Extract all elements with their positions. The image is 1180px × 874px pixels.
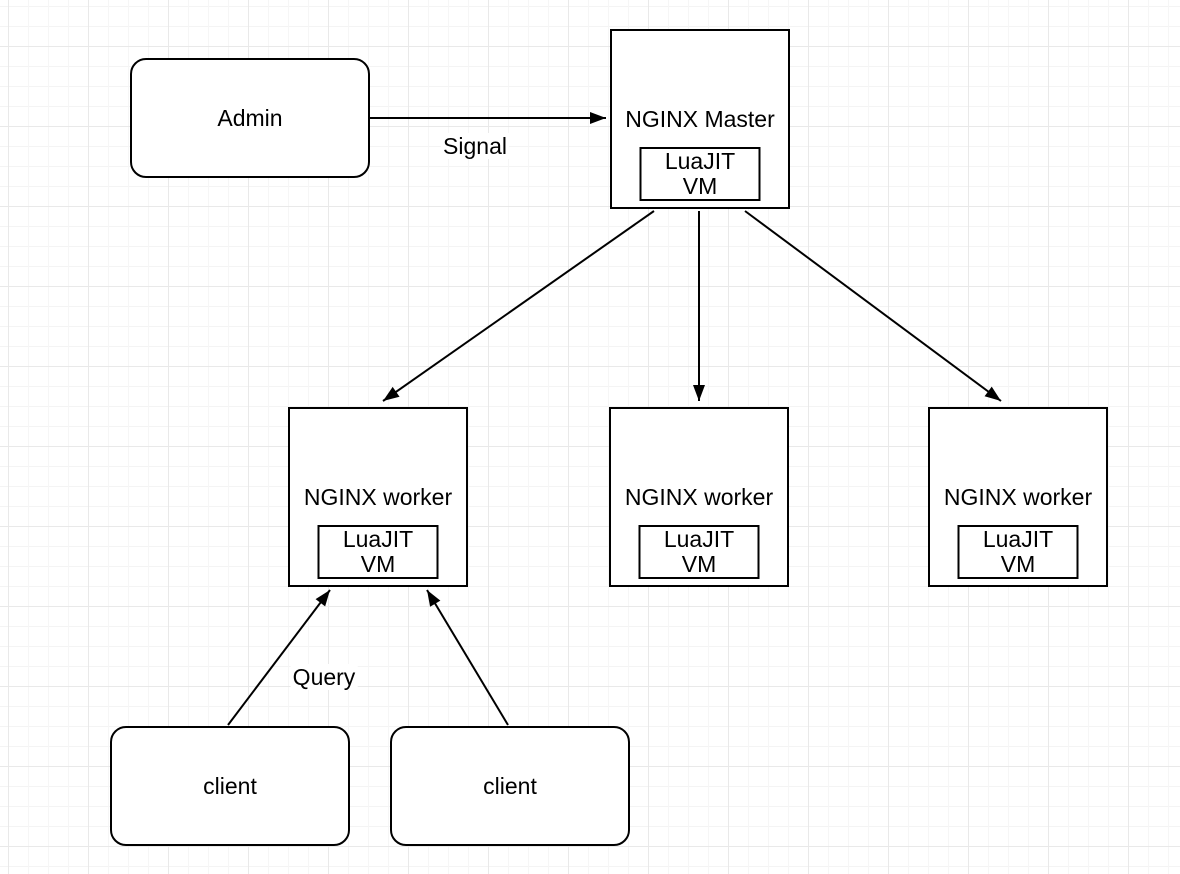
node-nginx-worker-1-luajit-vm[interactable]: LuaJIT VM bbox=[317, 525, 439, 579]
node-admin-label: Admin bbox=[217, 104, 283, 131]
edge-label-signal: Signal bbox=[441, 133, 509, 159]
edge-master-to-worker3-arrow[interactable] bbox=[744, 210, 1002, 402]
edge-client1-to-worker1-arrow[interactable] bbox=[227, 589, 331, 726]
node-nginx-worker-2-label: NGINX worker bbox=[624, 483, 774, 510]
node-nginx-worker-3-label: NGINX worker bbox=[943, 483, 1093, 510]
node-nginx-master[interactable]: NGINX Master LuaJIT VM bbox=[610, 29, 790, 209]
edge-client2-to-worker1-arrow[interactable] bbox=[426, 589, 509, 726]
luajit-vm-label-line1: LuaJIT bbox=[342, 526, 414, 552]
node-client-2-label: client bbox=[483, 772, 537, 799]
luajit-vm-label-line2: VM bbox=[681, 551, 717, 577]
node-client-1-label: client bbox=[203, 772, 257, 799]
node-nginx-master-label: NGINX Master bbox=[625, 105, 775, 132]
luajit-vm-label-line2: VM bbox=[1000, 551, 1036, 577]
node-nginx-worker-1-label: NGINX worker bbox=[303, 483, 453, 510]
node-nginx-worker-3[interactable]: NGINX worker LuaJIT VM bbox=[928, 407, 1108, 587]
luajit-vm-label-line1: LuaJIT bbox=[663, 526, 735, 552]
edge-master-to-worker1-arrow[interactable] bbox=[382, 210, 655, 402]
luajit-vm-label-line2: VM bbox=[682, 173, 718, 199]
luajit-vm-label-line1: LuaJIT bbox=[664, 148, 736, 174]
luajit-vm-label-line2: VM bbox=[360, 551, 396, 577]
node-nginx-worker-2-luajit-vm[interactable]: LuaJIT VM bbox=[638, 525, 760, 579]
node-admin[interactable]: Admin bbox=[130, 58, 370, 178]
node-client-2[interactable]: client bbox=[390, 726, 630, 846]
edge-label-query: Query bbox=[290, 664, 358, 690]
node-nginx-master-luajit-vm[interactable]: LuaJIT VM bbox=[639, 147, 761, 201]
node-nginx-worker-3-luajit-vm[interactable]: LuaJIT VM bbox=[957, 525, 1079, 579]
node-client-1[interactable]: client bbox=[110, 726, 350, 846]
node-nginx-worker-1[interactable]: NGINX worker LuaJIT VM bbox=[288, 407, 468, 587]
node-nginx-worker-2[interactable]: NGINX worker LuaJIT VM bbox=[609, 407, 789, 587]
luajit-vm-label-line1: LuaJIT bbox=[982, 526, 1054, 552]
